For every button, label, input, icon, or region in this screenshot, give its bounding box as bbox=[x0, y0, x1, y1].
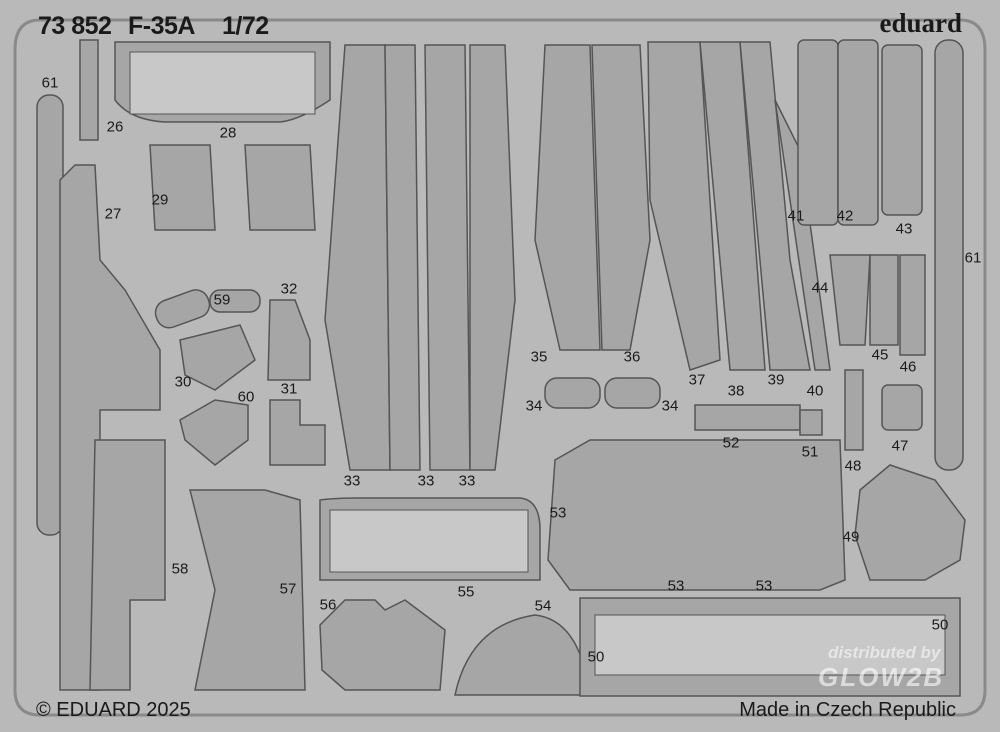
part-label: 44 bbox=[811, 279, 829, 297]
part-30 bbox=[179, 324, 256, 391]
part-label: 30 bbox=[174, 373, 192, 391]
part-52 bbox=[694, 404, 801, 431]
part-label: 58 bbox=[171, 560, 189, 578]
set-code: 73 852 bbox=[38, 12, 112, 40]
part-37 bbox=[647, 41, 721, 371]
part-label: 56 bbox=[319, 596, 337, 614]
part-label: 46 bbox=[899, 358, 917, 376]
part-label: 26 bbox=[106, 118, 124, 136]
origin: Made in Czech Republic bbox=[739, 699, 956, 721]
part-label: 31 bbox=[280, 380, 298, 398]
part-50-detail bbox=[594, 614, 946, 676]
part-26 bbox=[79, 39, 99, 141]
part-47 bbox=[881, 384, 923, 431]
part-53 bbox=[547, 439, 846, 591]
part-59b bbox=[154, 289, 211, 329]
part-33c bbox=[424, 44, 471, 471]
part-59a bbox=[209, 289, 261, 313]
part-label: 38 bbox=[727, 382, 745, 400]
part-label: 45 bbox=[871, 346, 889, 364]
watermark-line1: distributed by bbox=[828, 643, 941, 662]
part-51 bbox=[799, 409, 823, 436]
part-33a bbox=[324, 44, 391, 471]
part-32 bbox=[267, 299, 311, 381]
part-35 bbox=[534, 44, 601, 351]
part-29 bbox=[149, 144, 316, 231]
part-55-grid bbox=[329, 509, 529, 573]
scale: 1/72 bbox=[222, 12, 269, 40]
part-label: 40 bbox=[806, 382, 824, 400]
part-44 bbox=[829, 254, 871, 346]
part-label: 53 bbox=[667, 577, 685, 595]
part-label: 50 bbox=[587, 648, 605, 666]
part-label: 34 bbox=[525, 397, 543, 415]
part-label: 61 bbox=[41, 74, 59, 92]
part-54 bbox=[454, 614, 591, 696]
part-label: 49 bbox=[842, 528, 860, 546]
part-label: 37 bbox=[688, 371, 706, 389]
part-31 bbox=[269, 399, 326, 466]
part-label: 52 bbox=[722, 434, 740, 452]
part-label: 50 bbox=[931, 616, 949, 634]
part-48 bbox=[844, 369, 864, 451]
part-label: 33 bbox=[417, 472, 435, 490]
part-label: 35 bbox=[530, 348, 548, 366]
part-61-right bbox=[934, 39, 964, 471]
part-label: 39 bbox=[767, 371, 785, 389]
part-45 bbox=[869, 254, 899, 346]
aircraft-model: F-35A bbox=[128, 12, 195, 40]
part-label: 28 bbox=[219, 124, 237, 142]
part-34b bbox=[604, 377, 661, 409]
part-label: 27 bbox=[104, 205, 122, 223]
part-38 bbox=[699, 41, 766, 371]
part-label: 33 bbox=[458, 472, 476, 490]
part-49 bbox=[854, 464, 966, 581]
part-label: 48 bbox=[844, 457, 862, 475]
part-41 bbox=[797, 39, 839, 226]
part-label: 43 bbox=[895, 220, 913, 238]
part-56 bbox=[319, 599, 446, 691]
part-label: 54 bbox=[534, 597, 552, 615]
part-33b bbox=[384, 44, 421, 471]
watermark-logo: GLOW2B bbox=[818, 662, 945, 692]
part-58 bbox=[89, 439, 166, 691]
part-label: 51 bbox=[801, 443, 819, 461]
part-46 bbox=[899, 254, 926, 356]
fret-frame bbox=[13, 18, 987, 717]
part-label: 60 bbox=[237, 388, 255, 406]
part-27 bbox=[59, 164, 161, 691]
part-label: 33 bbox=[343, 472, 361, 490]
part-43 bbox=[881, 44, 923, 216]
part-label: 36 bbox=[623, 348, 641, 366]
part-label: 29 bbox=[151, 191, 169, 209]
part-label: 53 bbox=[755, 577, 773, 595]
part-33d bbox=[469, 44, 516, 471]
part-label: 55 bbox=[457, 583, 475, 601]
part-36 bbox=[591, 44, 651, 351]
part-57 bbox=[189, 489, 306, 691]
part-label: 34 bbox=[661, 397, 679, 415]
part-label: 61 bbox=[964, 249, 982, 267]
part-label: 53 bbox=[549, 504, 567, 522]
part-60 bbox=[179, 399, 249, 466]
part-34a bbox=[544, 377, 601, 409]
part-label: 59 bbox=[213, 291, 231, 309]
part-label: 32 bbox=[280, 280, 298, 298]
part-40 bbox=[774, 99, 831, 371]
part-label: 41 bbox=[787, 207, 805, 225]
part-61-left bbox=[36, 94, 64, 536]
part-42 bbox=[837, 39, 879, 226]
part-28-grid bbox=[129, 51, 316, 115]
copyright: © EDUARD 2025 bbox=[36, 699, 191, 721]
part-label: 47 bbox=[891, 437, 909, 455]
part-label: 42 bbox=[836, 207, 854, 225]
part-39 bbox=[739, 41, 811, 371]
part-label: 57 bbox=[279, 580, 297, 598]
brand-logo: eduard bbox=[879, 8, 962, 38]
